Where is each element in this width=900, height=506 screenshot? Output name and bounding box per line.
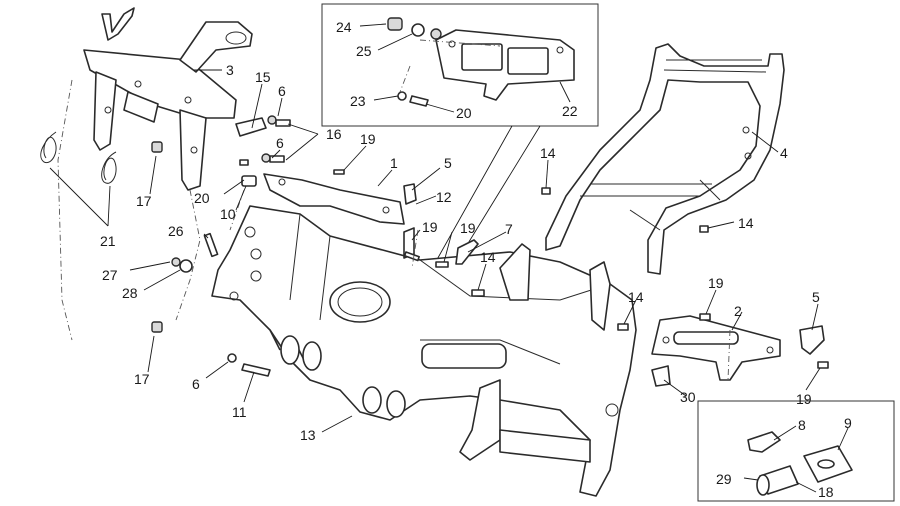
callout-5-right: 5 — [812, 289, 820, 305]
callout-leader-lines — [49, 23, 849, 493]
part-inset-hardware — [387, 17, 442, 107]
part-inset-cable-guide — [747, 431, 853, 496]
part-plate-2 — [651, 315, 781, 381]
callout-6-middle: 6 — [276, 135, 284, 151]
callout-26: 26 — [168, 223, 184, 239]
callout-29: 29 — [716, 471, 732, 487]
callout-20-inset: 20 — [456, 105, 472, 121]
part-headstock-bracket — [83, 7, 253, 191]
callout-15: 15 — [255, 69, 271, 85]
callout-14-subframe-right: 14 — [738, 215, 754, 231]
callout-4: 4 — [780, 145, 788, 161]
callout-13: 13 — [300, 427, 316, 443]
callout-22: 22 — [562, 103, 578, 119]
part-small-hardware-left — [151, 115, 291, 377]
callout-19-right-center: 19 — [460, 220, 476, 236]
part-center-bolts — [333, 169, 485, 297]
callout-6-upper: 6 — [278, 83, 286, 99]
callout-19-plate: 19 — [708, 275, 724, 291]
callout-20-left: 20 — [194, 190, 210, 206]
part-clip-5-upper — [403, 183, 417, 205]
callout-19-lower-right: 19 — [796, 391, 812, 407]
callout-21: 21 — [100, 233, 116, 249]
callout-1: 1 — [390, 155, 398, 171]
part-spring-clips — [40, 131, 117, 184]
callout-18: 18 — [818, 484, 834, 500]
callout-6-lower: 6 — [192, 376, 200, 392]
part-inset-bracket-22 — [435, 29, 575, 101]
assembly-center-lines — [57, 39, 731, 381]
callout-7: 7 — [505, 221, 513, 237]
callout-28: 28 — [122, 285, 138, 301]
callout-9: 9 — [844, 415, 852, 431]
callout-17-upper: 17 — [136, 193, 152, 209]
callout-12: 12 — [436, 189, 452, 205]
callout-labels: 3 15 6 16 6 19 1 5 12 17 20 10 21 26 19 … — [100, 19, 852, 500]
callout-30: 30 — [680, 389, 696, 405]
callout-3: 3 — [226, 62, 234, 78]
callout-16: 16 — [326, 126, 342, 142]
callout-14-subframe-top: 14 — [540, 145, 556, 161]
callout-14-right: 14 — [628, 289, 644, 305]
callout-27: 27 — [102, 267, 118, 283]
part-main-frame — [211, 205, 637, 497]
callout-24: 24 — [336, 19, 352, 35]
part-bracket-plate-1 — [263, 173, 405, 225]
callout-10: 10 — [220, 206, 236, 222]
callout-19-center: 19 — [422, 219, 438, 235]
callout-17-lower: 17 — [134, 371, 150, 387]
callout-2: 2 — [734, 303, 742, 319]
callout-8: 8 — [798, 417, 806, 433]
callout-5-upper: 5 — [444, 155, 452, 171]
callout-19-top: 19 — [360, 131, 376, 147]
callout-11: 11 — [232, 404, 247, 420]
callout-23: 23 — [350, 93, 366, 109]
callout-14-center: 14 — [480, 249, 496, 265]
callout-25: 25 — [356, 43, 372, 59]
